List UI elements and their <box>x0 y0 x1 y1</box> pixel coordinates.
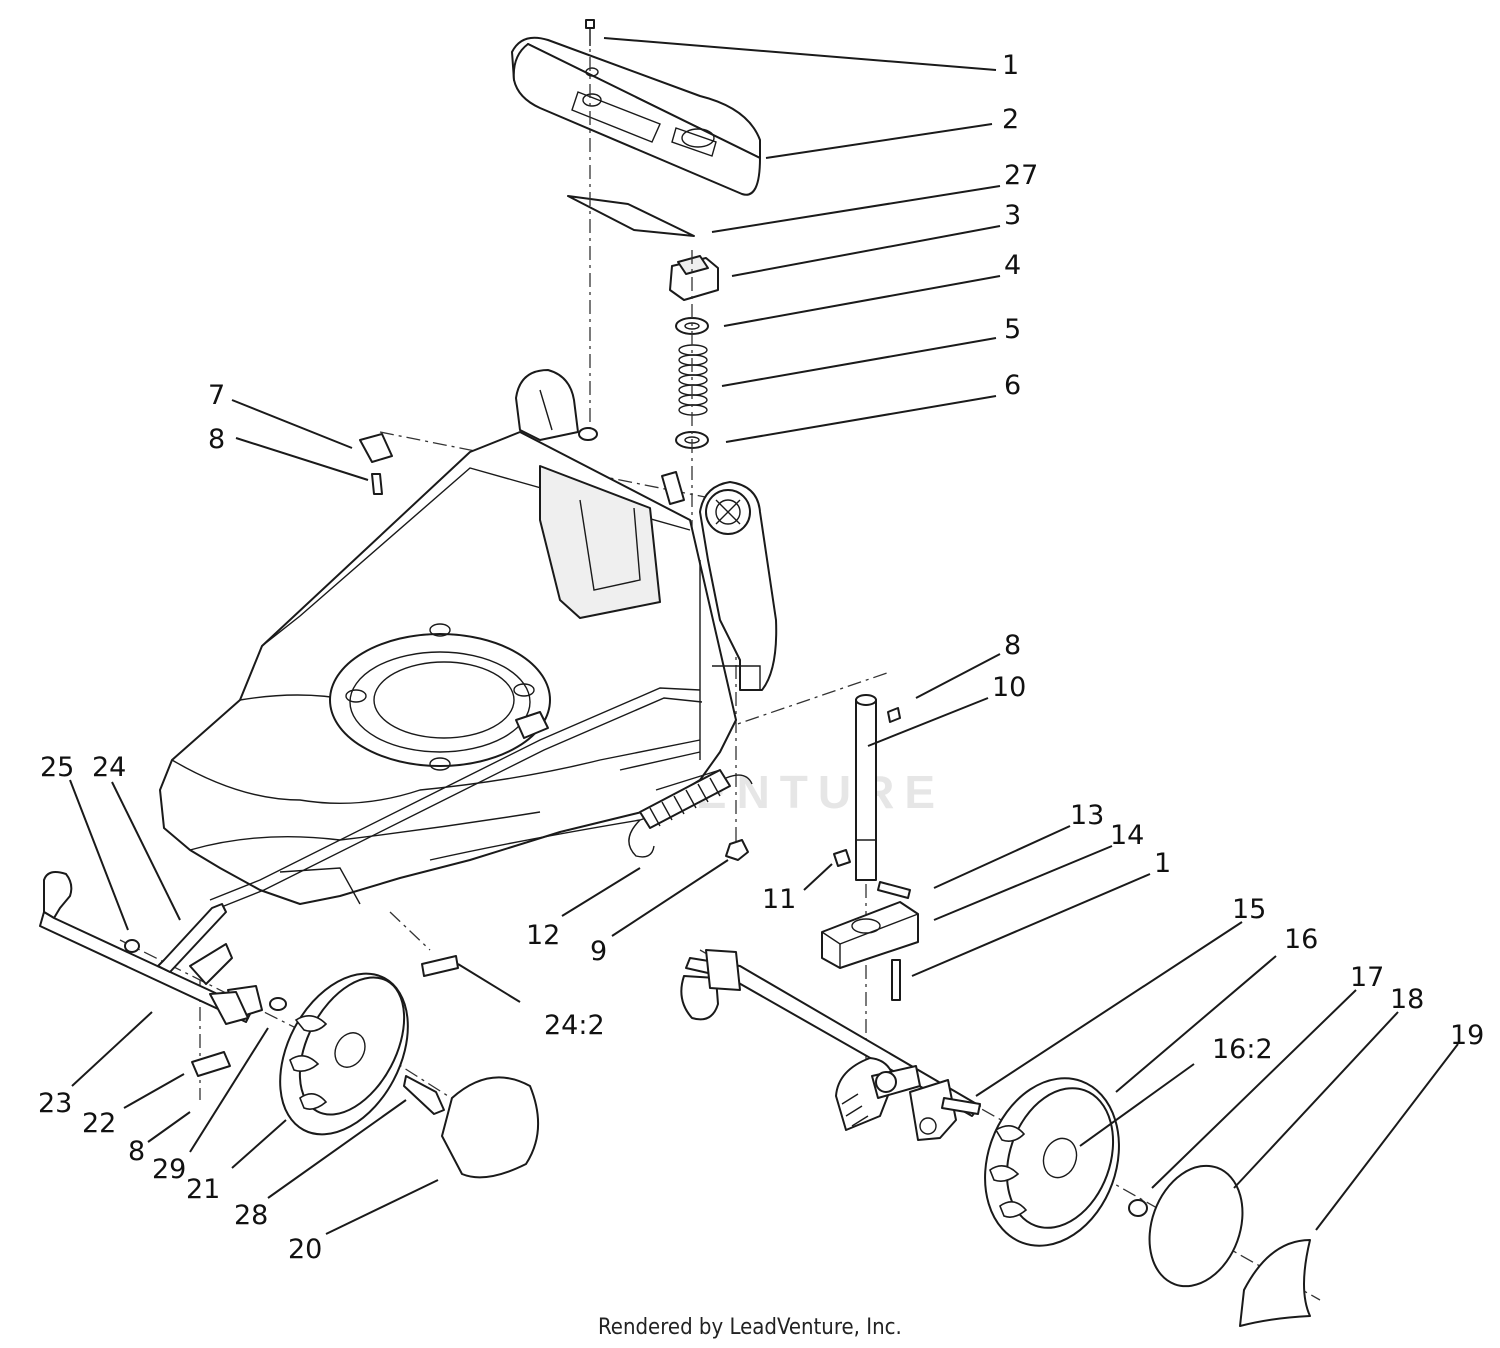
knob-cap-part <box>669 255 719 301</box>
footer-credit: Rendered by LeadVenture, Inc. <box>598 1315 902 1340</box>
control-rod-part <box>157 903 227 973</box>
callout-22: 22 <box>82 1108 116 1139</box>
decal-strip-part <box>421 955 459 977</box>
rear-hubcap-part <box>1148 1164 1244 1288</box>
callout-4: 4 <box>1004 250 1021 281</box>
callout-7: 7 <box>208 380 225 411</box>
callout-16: 16 <box>1284 924 1318 955</box>
hubcap-decal-part <box>1239 1239 1311 1327</box>
callout-10: 10 <box>992 672 1026 703</box>
clip-part <box>359 433 393 463</box>
callout-6: 6 <box>1004 370 1021 401</box>
callout-17: 17 <box>1350 962 1384 993</box>
callout-8-right: 8 <box>1004 630 1021 661</box>
rear-axle-part <box>680 694 981 1141</box>
callout-2: 2 <box>1002 104 1019 135</box>
callout-24: 24 <box>92 752 126 783</box>
leader-lines <box>69 37 1459 1235</box>
hex-nut-part <box>833 849 851 867</box>
callout-19: 19 <box>1450 1020 1484 1051</box>
callout-9: 9 <box>590 936 607 967</box>
axle-pin-part <box>403 1075 445 1115</box>
callout-13: 13 <box>1070 800 1104 831</box>
callout-23: 23 <box>38 1088 72 1119</box>
callout-24-2: 24:2 <box>544 1010 605 1041</box>
callout-18: 18 <box>1390 984 1424 1015</box>
hubcap-part <box>441 1076 539 1179</box>
handle-cover-part <box>511 36 761 196</box>
callout-29: 29 <box>152 1154 186 1185</box>
extension-spring-part <box>628 769 753 858</box>
callout-20: 20 <box>288 1234 322 1265</box>
mower-deck-part <box>159 369 778 911</box>
callout-labels: 1 2 27 3 4 5 6 7 8 8 10 25 24 13 14 1 11… <box>38 50 1484 1265</box>
callout-28: 28 <box>234 1200 268 1231</box>
callout-1-top: 1 <box>1002 50 1019 81</box>
clamp-part <box>189 943 233 985</box>
callout-8-left: 8 <box>208 424 225 455</box>
nut-part <box>725 839 749 861</box>
bushing-part <box>124 939 140 953</box>
motor-opening <box>329 633 551 767</box>
callout-5: 5 <box>1004 314 1021 345</box>
callout-14: 14 <box>1110 820 1144 851</box>
callout-15: 15 <box>1232 894 1266 925</box>
pivot-washer-part <box>269 997 287 1011</box>
callout-11: 11 <box>762 884 796 915</box>
callout-8-bottom: 8 <box>128 1136 145 1167</box>
callout-21: 21 <box>186 1174 220 1205</box>
rear-wheel-part <box>984 1077 1120 1247</box>
front-wheel-part <box>279 972 409 1136</box>
wheel-nut-part <box>1128 1199 1148 1217</box>
callout-12: 12 <box>526 920 560 951</box>
small-bolt-part <box>887 707 901 723</box>
callout-3: 3 <box>1004 200 1021 231</box>
callout-1-right: 1 <box>1154 848 1171 879</box>
callout-27: 27 <box>1004 160 1038 191</box>
decal-part <box>567 195 695 237</box>
spring-part <box>678 344 708 416</box>
callout-16-2: 16:2 <box>1212 1034 1273 1065</box>
callout-25: 25 <box>40 752 74 783</box>
